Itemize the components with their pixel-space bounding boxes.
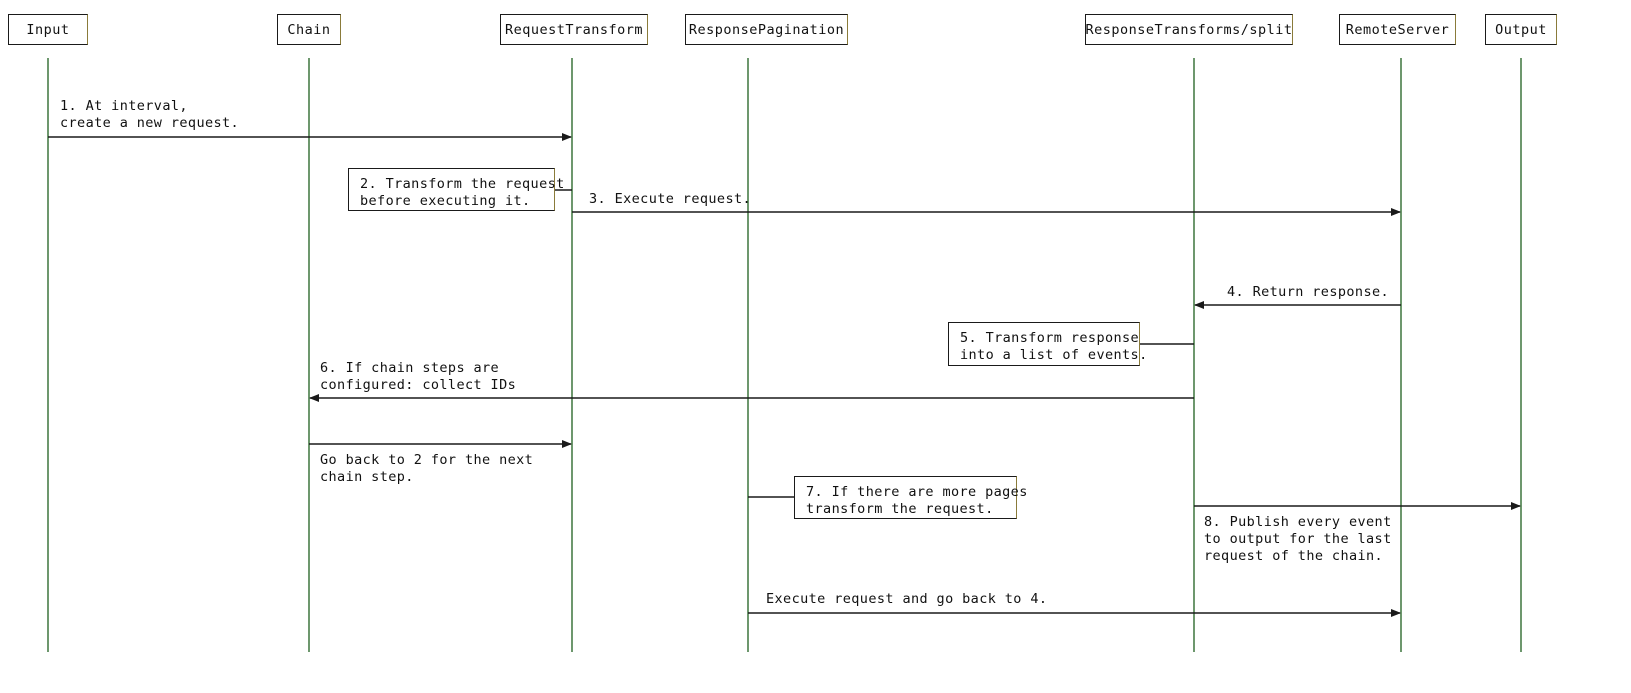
participant-remote[interactable]: RemoteServer bbox=[1339, 14, 1456, 45]
participant-label: ResponsePagination bbox=[688, 21, 845, 38]
message-label-msg-loop-page: Execute request and go back to 4. bbox=[766, 591, 1048, 607]
message-label-msg-6: 6. If chain steps are configured: collec… bbox=[320, 360, 517, 393]
note-connectors-group bbox=[555, 189, 1194, 498]
note-note-7: 7. If there are more pages transform the… bbox=[794, 476, 1027, 519]
note-note-5: 5. Transform response into a list of eve… bbox=[948, 322, 1147, 366]
participant-label: Input bbox=[26, 21, 70, 38]
participant-label: ResponseTransforms/split bbox=[1085, 21, 1293, 38]
message-label-msg-3: 3. Execute request. bbox=[589, 191, 752, 207]
participant-label: RemoteServer bbox=[1345, 21, 1450, 38]
participant-input[interactable]: Input bbox=[8, 14, 88, 45]
note-label: 7. If there are more pages transform the… bbox=[806, 484, 1028, 517]
note-note-2: 2. Transform the request before executin… bbox=[348, 168, 564, 211]
message-label-msg-8: 8. Publish every event to output for the… bbox=[1204, 514, 1392, 564]
participant-chain[interactable]: Chain bbox=[277, 14, 341, 45]
participant-respPage[interactable]: ResponsePagination bbox=[685, 14, 848, 45]
participant-respXform[interactable]: ResponseTransforms/split bbox=[1085, 14, 1293, 45]
message-arrows-group bbox=[48, 133, 1521, 617]
participant-label: Output bbox=[1495, 21, 1547, 38]
participant-label: Chain bbox=[287, 21, 331, 38]
note-label: 2. Transform the request before executin… bbox=[360, 176, 565, 209]
note-label: 5. Transform response into a list of eve… bbox=[960, 330, 1148, 363]
message-label-msg-loop-chain: Go back to 2 for the next chain step. bbox=[320, 452, 534, 485]
lifelines-group bbox=[47, 58, 1522, 652]
message-label-msg-1: 1. At interval, create a new request. bbox=[60, 98, 240, 131]
participant-label: RequestTransform bbox=[504, 21, 644, 38]
message-label-msg-4: 4. Return response. bbox=[1227, 284, 1390, 300]
participant-output[interactable]: Output bbox=[1485, 14, 1557, 45]
participant-reqxform[interactable]: RequestTransform bbox=[500, 14, 648, 45]
